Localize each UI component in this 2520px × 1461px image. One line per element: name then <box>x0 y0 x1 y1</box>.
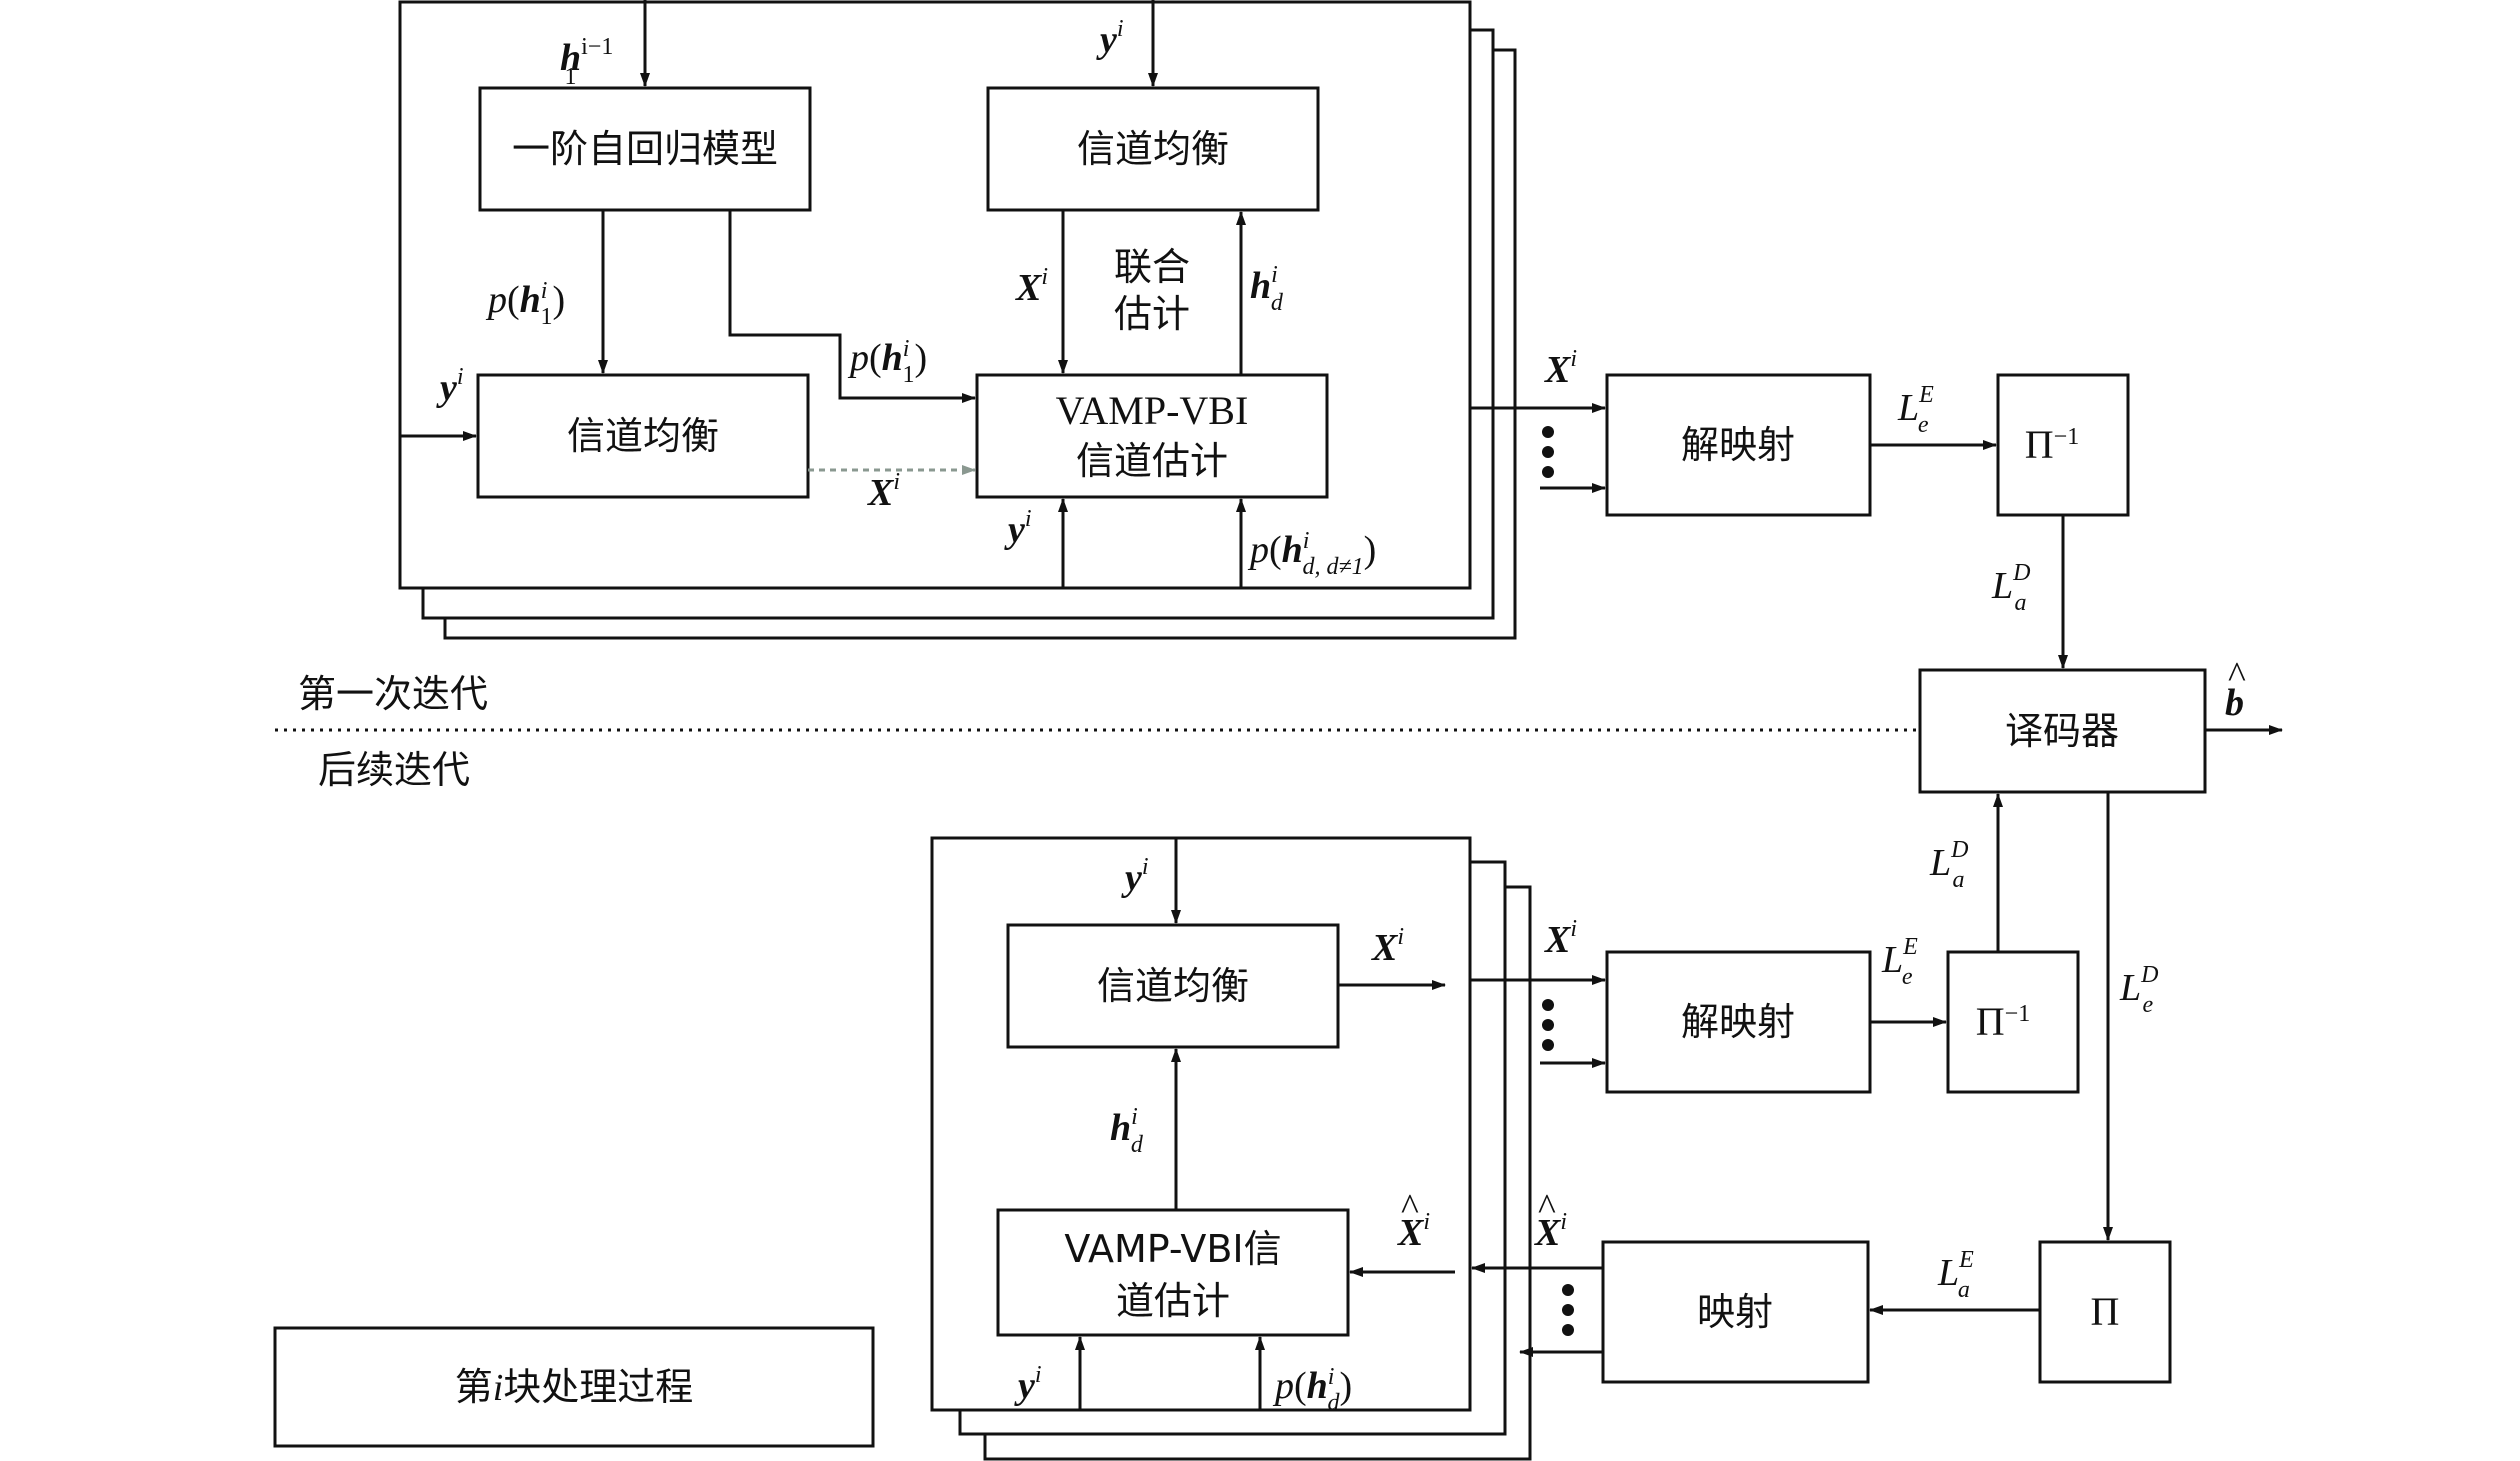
decoder-block: 译码器 <box>1918 668 2207 794</box>
equalizer-top-block: 信道均衡 <box>986 86 1320 212</box>
label-x-dashed: Xi <box>867 469 900 514</box>
demapper-bottom-label: 解映射 <box>1681 1000 1795 1044</box>
deinterleaver-bottom-label: Π−1 <box>1976 999 2030 1044</box>
deinterleaver-top-block: Π−1 <box>1996 373 2130 517</box>
equalizer-top-label: 信道均衡 <box>1077 127 1229 171</box>
label-x-down: Xi <box>1015 264 1048 309</box>
legend-label: 第i块处理过程 <box>455 1365 694 1409</box>
label-y-bottom: yi <box>1121 854 1149 899</box>
arrow-ph1-right <box>728 210 976 403</box>
equalizer-left-label: 信道均衡 <box>567 414 719 458</box>
demapper-top-block: 解映射 <box>1605 373 1872 517</box>
mapper-label: 映射 <box>1697 1290 1773 1334</box>
label-x-bottom-right: Xi <box>1371 924 1404 969</box>
legend-block: 第i块处理过程 <box>273 1326 875 1448</box>
joint-estimation-label-1: 联合 <box>1114 245 1190 289</box>
label-xhat-vamp-accent: ^ <box>1401 1187 1419 1229</box>
label-y-left: yi <box>436 364 464 409</box>
label-xhat-vamp: Xi <box>1397 1209 1430 1254</box>
ar-model-label: 一阶自回归模型 <box>512 127 778 171</box>
vamp-top-label-1: VAMP-VBI <box>1056 388 1249 433</box>
decoder-label: 译码器 <box>2005 709 2119 753</box>
deinterleaver-top-label: Π−1 <box>2025 422 2079 467</box>
label-x-out-top: Xi <box>1544 346 1577 391</box>
dots-bottom-upper <box>1542 999 1554 1051</box>
equalizer-bottom-block: 信道均衡 <box>1006 923 1340 1049</box>
demapper-top-label: 解映射 <box>1681 423 1795 467</box>
ar-model-block: 一阶自回归模型 <box>478 86 812 212</box>
label-b-hat-accent: ^ <box>2228 655 2246 697</box>
equalizer-bottom-label: 信道均衡 <box>1097 964 1249 1008</box>
label-y-vamp-bottom: yi <box>1014 1362 1042 1407</box>
equalizer-left-block: 信道均衡 <box>476 373 810 499</box>
interleaver-label: Π <box>2091 1289 2120 1334</box>
vamp-bottom-label-2: 道估计 <box>1116 1279 1230 1323</box>
vamp-top-block: VAMP-VBI 信道估计 <box>975 373 1329 499</box>
vamp-bottom-block: VAMP-VBI信 道估计 <box>996 1208 1350 1337</box>
first-iteration-label: 第一次迭代 <box>298 672 488 716</box>
interleaver-block: Π <box>2038 1240 2172 1384</box>
label-b-hat: b <box>2225 682 2244 724</box>
deinterleaver-bottom-block: Π−1 <box>1946 950 2080 1094</box>
dots-bottom-lower <box>1562 1284 1574 1336</box>
label-x-out-bottom: Xi <box>1544 916 1577 961</box>
mapper-block: 映射 <box>1601 1240 1870 1384</box>
label-xhat-out: Xi <box>1534 1209 1567 1254</box>
demapper-bottom-block: 解映射 <box>1605 950 1872 1094</box>
label-y-vamp: yi <box>1004 506 1032 551</box>
vamp-bottom-label-1: VAMP-VBI信 <box>1064 1227 1281 1271</box>
label-xhat-out-accent: ^ <box>1538 1187 1556 1229</box>
vamp-top-label-2: 信道估计 <box>1076 439 1228 483</box>
dots-top <box>1542 426 1554 478</box>
label-y-top: yi <box>1096 16 1124 61</box>
joint-estimation-label-2: 估计 <box>1114 292 1190 336</box>
later-iteration-label: 后续迭代 <box>318 748 470 792</box>
